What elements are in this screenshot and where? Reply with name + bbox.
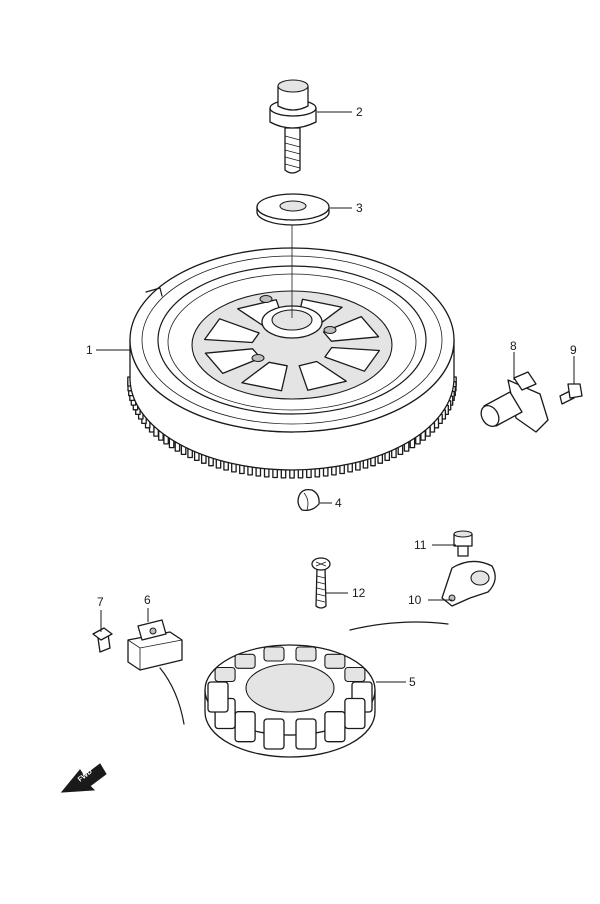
leader-lines <box>96 111 575 683</box>
pulser-screw[interactable] <box>92 627 113 653</box>
callout-2: 2 <box>356 105 363 119</box>
pulser-coil[interactable] <box>127 619 185 725</box>
woodruff-key[interactable] <box>297 488 320 512</box>
flywheel-spokes <box>203 298 381 392</box>
callout-10: 10 <box>408 593 422 607</box>
stator[interactable] <box>204 621 449 758</box>
callout-7: 7 <box>97 595 104 609</box>
cable-clamp[interactable] <box>441 560 496 607</box>
flywheel-bolt[interactable] <box>269 79 317 174</box>
callout-5: 5 <box>409 675 416 689</box>
callout-8: 8 <box>510 339 517 353</box>
stator-coils <box>207 646 373 750</box>
forward-direction-arrow: FWD <box>60 763 107 793</box>
callout-4: 4 <box>335 496 342 510</box>
callout-labels: 2 3 1 4 5 6 7 8 9 10 11 12 <box>86 105 577 689</box>
callout-6: 6 <box>144 593 151 607</box>
callout-9: 9 <box>570 343 577 357</box>
callout-11: 11 <box>414 538 427 552</box>
flywheel[interactable] <box>127 247 457 479</box>
callout-12: 12 <box>352 586 366 600</box>
sensor[interactable] <box>478 371 549 433</box>
sensor-bolt[interactable] <box>559 383 583 405</box>
callout-1: 1 <box>86 343 93 357</box>
clamp-bolt[interactable] <box>453 530 473 557</box>
washer[interactable] <box>256 193 330 226</box>
stator-screw[interactable] <box>311 557 331 609</box>
callout-3: 3 <box>356 201 363 215</box>
